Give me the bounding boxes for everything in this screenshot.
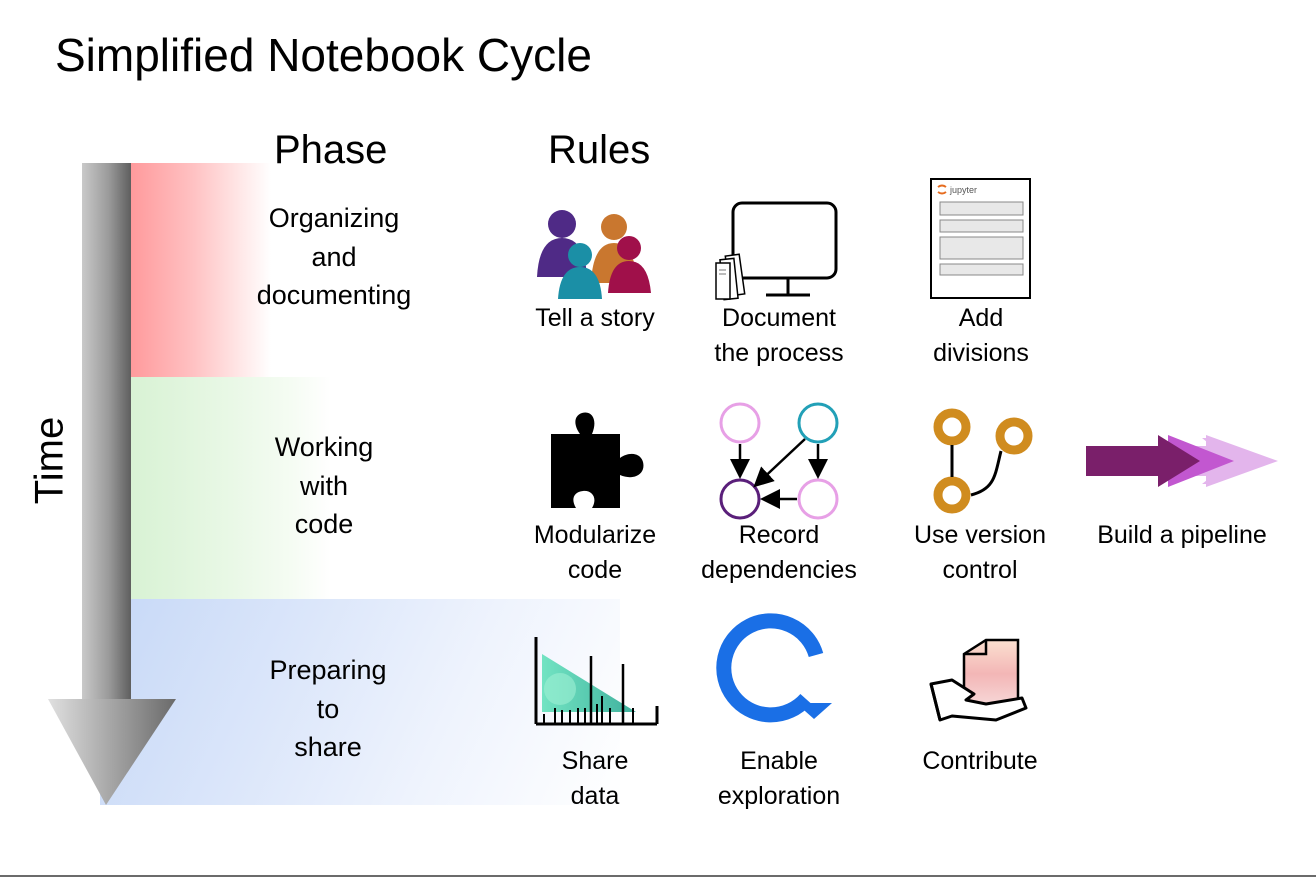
bottom-divider <box>0 875 1316 877</box>
phase-band-working <box>131 377 331 599</box>
phase-band-sharing <box>100 599 620 805</box>
rule-label-pipeline: Build a pipeline <box>1097 521 1267 549</box>
people-group-icon <box>537 210 651 299</box>
time-axis-label: Time <box>27 416 72 505</box>
monitor-icon <box>715 201 838 301</box>
phase-header: Phase <box>274 128 388 172</box>
svg-text:jupyter: jupyter <box>949 185 977 195</box>
rule-label-contribute: Contribute <box>922 747 1038 775</box>
pipeline-arrows-icon <box>1086 435 1278 487</box>
phase-band-organizing <box>131 163 271 377</box>
diagram-title: Simplified Notebook Cycle <box>55 29 592 81</box>
spectrum-plot-icon <box>534 637 659 726</box>
dependency-graph-icon <box>719 402 839 520</box>
puzzle-piece-icon <box>551 412 644 508</box>
git-branch-icon <box>933 408 1033 514</box>
rule-label-tell-story: Tell a story <box>535 304 655 332</box>
rules-header: Rules <box>548 128 651 172</box>
time-arrow-icon <box>48 163 176 805</box>
jupyter-notebook-icon: jupyter <box>930 178 1031 299</box>
hand-document-icon <box>929 638 1028 722</box>
refresh-cycle-icon <box>716 613 832 723</box>
